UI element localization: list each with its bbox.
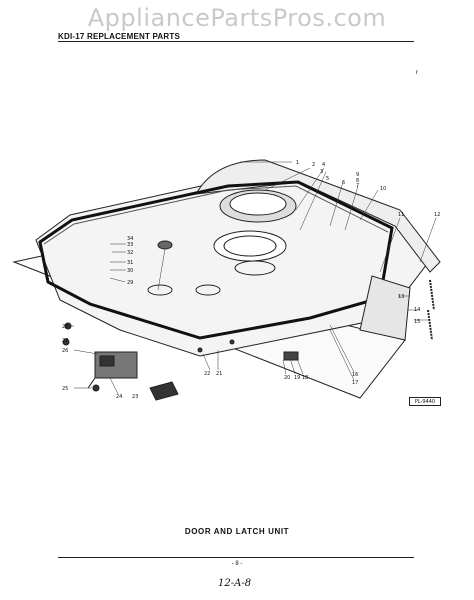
callout-7: 7 xyxy=(356,183,359,189)
callout-28: 28 xyxy=(62,324,68,330)
callout-4: 4 xyxy=(322,162,325,168)
header-divider xyxy=(58,41,414,42)
reference-code-box: PL-9440 xyxy=(409,397,441,406)
callout-33: 33 xyxy=(127,242,133,248)
callout-25: 25 xyxy=(62,386,68,392)
callout-9: 9 xyxy=(356,172,359,178)
rinse-cap xyxy=(157,240,173,250)
callout-16: 16 xyxy=(352,372,358,378)
callout-24: 24 xyxy=(116,394,122,400)
vent-grille xyxy=(149,381,179,401)
callout-29: 29 xyxy=(127,280,133,286)
callout-22: 22 xyxy=(204,371,210,377)
callout-27: 27 xyxy=(62,338,68,344)
footer-divider xyxy=(58,557,414,558)
watermark: AppliancePartsPros.com xyxy=(87,4,387,32)
callout-32: 32 xyxy=(127,250,133,256)
callout-30: 30 xyxy=(127,268,133,274)
drain-opening-1 xyxy=(147,284,173,296)
callout-17: 17 xyxy=(352,380,358,386)
page-number: - 8 - xyxy=(231,561,243,567)
callout-11: 11 xyxy=(398,212,404,218)
callout-10: 10 xyxy=(380,186,386,192)
callout-21: 21 xyxy=(216,371,222,377)
handwritten-note: 12-A-8 xyxy=(218,578,252,589)
callout-3: 3 xyxy=(320,169,323,175)
door-spring xyxy=(427,279,435,341)
callout-13: 13 xyxy=(398,294,404,300)
door-top-flange xyxy=(195,159,441,273)
page-title: KDI-17 REPLACEMENT PARTS xyxy=(58,32,180,41)
callout-14: 14 xyxy=(414,307,420,313)
callout-34: 34 xyxy=(127,236,133,242)
callout-26: 26 xyxy=(62,348,68,354)
callout-5: 5 xyxy=(326,176,329,182)
diagram-caption: DOOR AND LATCH UNIT xyxy=(184,527,290,536)
callout-20: 20 xyxy=(284,375,290,381)
callout-15: 15 xyxy=(414,319,420,325)
drain-opening-2 xyxy=(195,284,221,296)
callout-19: 19 xyxy=(294,375,300,381)
callout-6: 6 xyxy=(342,180,345,186)
callout-12: 12 xyxy=(434,212,440,218)
callout-2: 2 xyxy=(312,162,315,168)
callout-1: 1 xyxy=(296,160,299,166)
handle-bracket xyxy=(283,351,299,361)
callout-18: 18 xyxy=(302,375,308,381)
callout-8: 8 xyxy=(356,178,359,184)
callout-31: 31 xyxy=(127,260,133,266)
vent-opening xyxy=(234,260,276,276)
door-hinge xyxy=(359,275,411,341)
corner-mark: r xyxy=(416,70,418,76)
callout-23: 23 xyxy=(132,394,138,400)
